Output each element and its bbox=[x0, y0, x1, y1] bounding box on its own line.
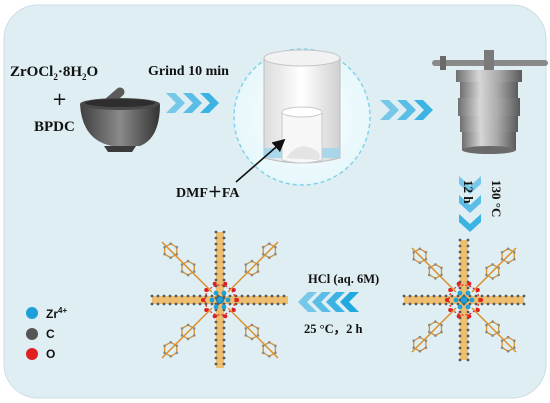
heat-temp-label: 130 °C bbox=[489, 180, 504, 218]
chevron-icon bbox=[200, 93, 219, 113]
chevron-icon bbox=[326, 292, 345, 312]
solvent-label: DMF＋FA bbox=[176, 186, 240, 201]
reactant-zr-salt: ZrOCl2·8H2O bbox=[10, 64, 99, 82]
chevron-icon bbox=[183, 93, 202, 113]
acid-conditions-label: 25 °C，2 h bbox=[304, 322, 363, 336]
chevron-icon bbox=[414, 100, 433, 120]
chevron-icon bbox=[298, 292, 317, 312]
c-atom-swatch bbox=[26, 328, 38, 340]
reaction-vial-icon bbox=[233, 48, 371, 186]
chevron-icon bbox=[166, 93, 185, 113]
chevron-icon bbox=[397, 100, 416, 120]
mortar-pestle-icon bbox=[80, 87, 160, 152]
autoclave-icon bbox=[432, 50, 548, 154]
chevron-icon bbox=[380, 100, 399, 120]
acid-reagent-label: HCl (aq. 6M) bbox=[308, 272, 380, 286]
chevron-icon bbox=[459, 195, 481, 213]
arrow-chevrons-left bbox=[298, 292, 359, 312]
pointer-arrow-icon bbox=[235, 138, 286, 183]
arrow-chevrons-down bbox=[459, 176, 481, 232]
o-atom-swatch bbox=[26, 348, 38, 360]
uio-mof-structure-product bbox=[150, 230, 288, 368]
arrow-chevrons-right-2 bbox=[380, 100, 433, 120]
arrow-chevrons-right-1 bbox=[166, 93, 219, 113]
heat-time-label: 12 h bbox=[461, 180, 476, 204]
reactant-linker: BPDC bbox=[34, 119, 75, 135]
uio-mof-structure-precursor bbox=[402, 238, 526, 362]
plus-sign: + bbox=[52, 89, 68, 110]
chevron-icon bbox=[312, 292, 331, 312]
chevron-icon bbox=[340, 292, 359, 312]
chevron-icon bbox=[459, 214, 481, 232]
zr-atom-swatch bbox=[26, 307, 38, 319]
chevron-icon bbox=[459, 176, 481, 194]
step-grind-label: Grind 10 min bbox=[148, 64, 229, 79]
